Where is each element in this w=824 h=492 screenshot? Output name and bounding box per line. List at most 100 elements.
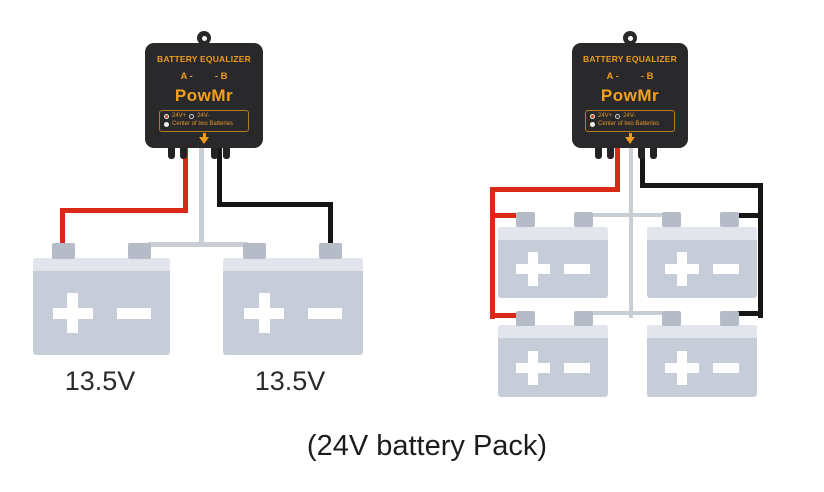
minus-symbol-icon [308,307,342,319]
voltage-options-row: 24V+ 24V- [164,113,244,119]
equalizer-title: BATTERY EQUALIZER [157,54,251,64]
negative-wire-black [758,183,763,318]
battery-lid [647,227,757,240]
mounting-foot [223,146,230,159]
positive-wire-red [490,187,495,319]
port-a-label: A - [606,71,619,82]
mounting-hole-icon [623,31,637,45]
negative-wire-black [735,311,763,316]
battery-voltage-label: 13.5V [254,366,326,396]
down-arrow-icon [198,133,210,145]
battery-terminal-positive [243,243,266,259]
battery-lid [498,325,608,338]
bullet-dot-icon [164,121,169,127]
negative-wire-black [328,202,333,245]
battery-lid [647,325,757,338]
option-24v-minus: 24V- [197,113,210,119]
center-tap-wire [629,147,633,318]
port-a-label: A - [180,71,193,82]
negative-wire-black [735,213,763,218]
battery-terminal-negative [720,311,739,326]
series-link-wire [148,242,248,247]
positive-wire-red [490,213,518,218]
battery-terminal-negative [574,212,593,227]
battery-equalizer-right: BATTERY EQUALIZER A - - B PowMr 24V+ 24V… [572,31,688,148]
negative-wire-black [217,147,222,207]
battery-terminal-positive [516,311,535,326]
voltage-options-row: 24V+ 24V- [590,113,670,119]
port-labels: A - - B [145,71,263,82]
battery-terminal-positive [662,311,681,326]
battery-equalizer-left: BATTERY EQUALIZER A - - B PowMr 24V+ 24V… [145,31,263,148]
down-arrow-icon [624,133,636,145]
battery-terminal-negative [574,311,593,326]
battery-terminal-positive [52,243,75,259]
mounting-foot [168,146,175,159]
mounting-foot [595,146,602,159]
spec-plate: 24V+ 24V- Center of two Batteries [585,110,675,132]
positive-wire-red [490,313,518,318]
plus-symbol-icon [244,293,284,333]
plus-symbol-icon [52,293,93,333]
port-b-label: - B [640,71,654,82]
mounting-foot [650,146,657,159]
minus-symbol-icon [116,307,151,319]
battery-terminal-positive [662,212,681,227]
positive-wire-red [60,208,188,213]
plus-symbol-icon [665,350,699,385]
equalizer-title: BATTERY EQUALIZER [583,54,677,64]
minus-symbol-icon [564,362,590,373]
battery-terminal-negative [128,243,151,259]
battery-terminal-positive [516,212,535,227]
plus-symbol-icon [516,350,550,385]
center-tap-row: Center of two Batteries [590,121,670,127]
brand-logo: PowMr [600,86,660,105]
radio-unselected-icon [189,113,195,119]
option-24v-minus: 24V- [623,113,636,119]
plus-symbol-icon [665,252,699,286]
option-24v-plus: 24V+ [172,113,187,119]
battery-lid [498,227,608,240]
minus-symbol-icon [564,264,590,274]
radio-selected-icon [590,113,595,119]
series-link-wire [592,213,665,217]
bullet-dot-icon [590,121,595,127]
pack-caption: (24V battery Pack) [306,430,548,462]
battery-lid [223,258,363,271]
plus-symbol-icon [516,252,550,286]
port-labels: A - - B [572,71,688,82]
center-tap-wire [199,147,204,247]
minus-symbol-icon [713,362,739,373]
negative-wire-black [640,183,763,188]
port-b-label: - B [214,71,228,82]
battery-right-bottom-1 [498,325,608,397]
positive-wire-red [60,208,65,245]
mounting-foot [607,146,614,159]
negative-wire-black [640,147,645,188]
battery-right-top-1 [498,227,608,298]
mounting-foot [211,146,218,159]
mounting-foot [638,146,645,159]
center-tap-label: Center of two Batteries [172,121,234,127]
positive-wire-red [490,187,620,192]
battery-voltage-label: 13.5V [64,366,136,396]
battery-terminal-negative [319,243,342,259]
mounting-foot [180,146,187,159]
battery-lid [33,258,170,271]
option-24v-plus: 24V+ [598,113,613,119]
minus-symbol-icon [713,264,739,274]
battery-right-top-2 [647,227,757,298]
brand-logo: PowMr [174,86,234,105]
battery-right-bottom-2 [647,325,757,397]
negative-wire-black [217,202,333,207]
battery-left-1 [33,258,170,355]
battery-terminal-negative [720,212,739,227]
mounting-hole-icon [197,31,211,45]
center-tap-label: Center of two Batteries [598,121,660,127]
spec-plate: 24V+ 24V- Center of two Batteries [159,110,249,132]
battery-left-2 [223,258,363,355]
positive-wire-red [615,147,620,192]
radio-unselected-icon [615,113,621,119]
center-tap-row: Center of two Batteries [164,121,244,127]
